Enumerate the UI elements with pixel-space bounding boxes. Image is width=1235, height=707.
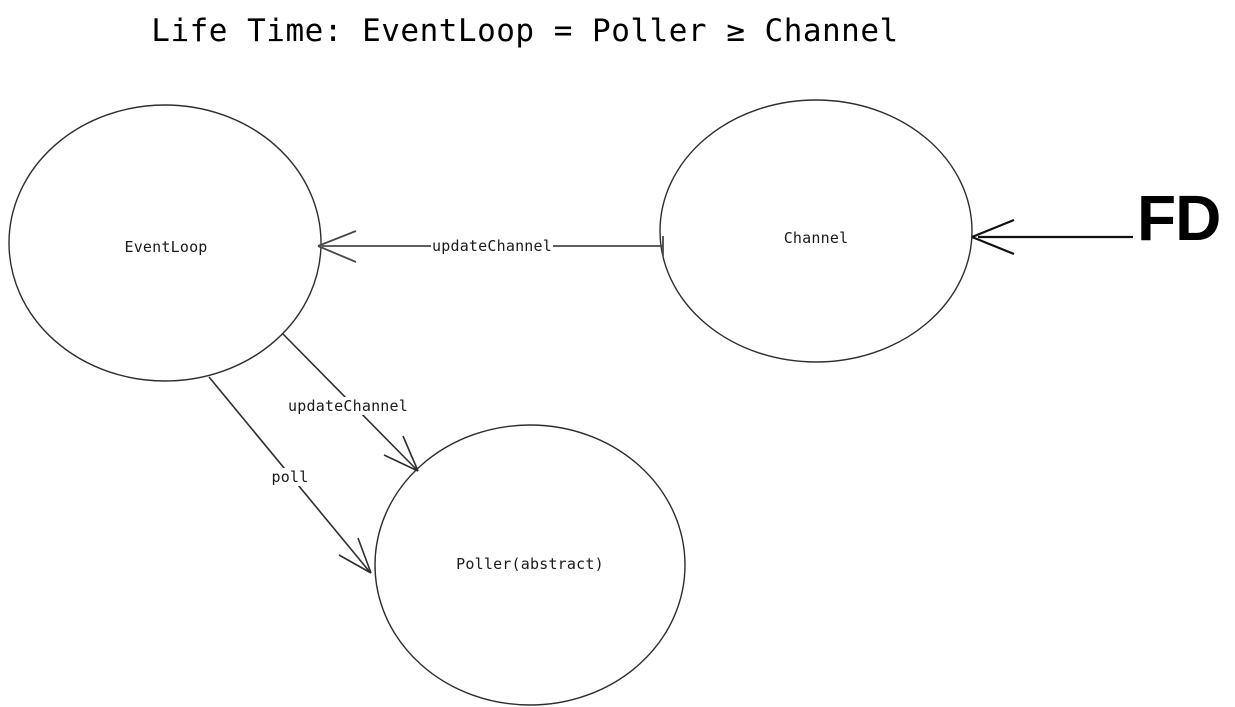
- edge-label-eventloop-to-poller-updatechannel: updateChannel: [287, 397, 409, 415]
- arrowhead-eventloop-to-poller-poll: [338, 537, 372, 574]
- node-label-eventloop: EventLoop: [124, 238, 208, 256]
- arrowhead-eventloop-to-poller-updatechannel: [383, 435, 419, 472]
- diagram-title: Life Time: EventLoop = Poller ≥ Channel: [151, 13, 899, 49]
- edge-label-channel-to-eventloop: updateChannel: [431, 237, 553, 255]
- arrowhead-fd-to-channel: [971, 218, 1015, 256]
- arrowhead-channel-to-eventloop: [317, 230, 357, 263]
- node-shape-poller[interactable]: [374, 424, 686, 706]
- edge-label-eventloop-to-poller-poll: poll: [270, 468, 310, 486]
- node-label-channel: Channel: [783, 229, 849, 247]
- node-label-fd: FD: [1137, 182, 1221, 254]
- node-shape-channel[interactable]: [659, 99, 973, 363]
- node-shape-eventloop[interactable]: [8, 104, 322, 382]
- node-label-poller: Poller(abstract): [456, 555, 604, 573]
